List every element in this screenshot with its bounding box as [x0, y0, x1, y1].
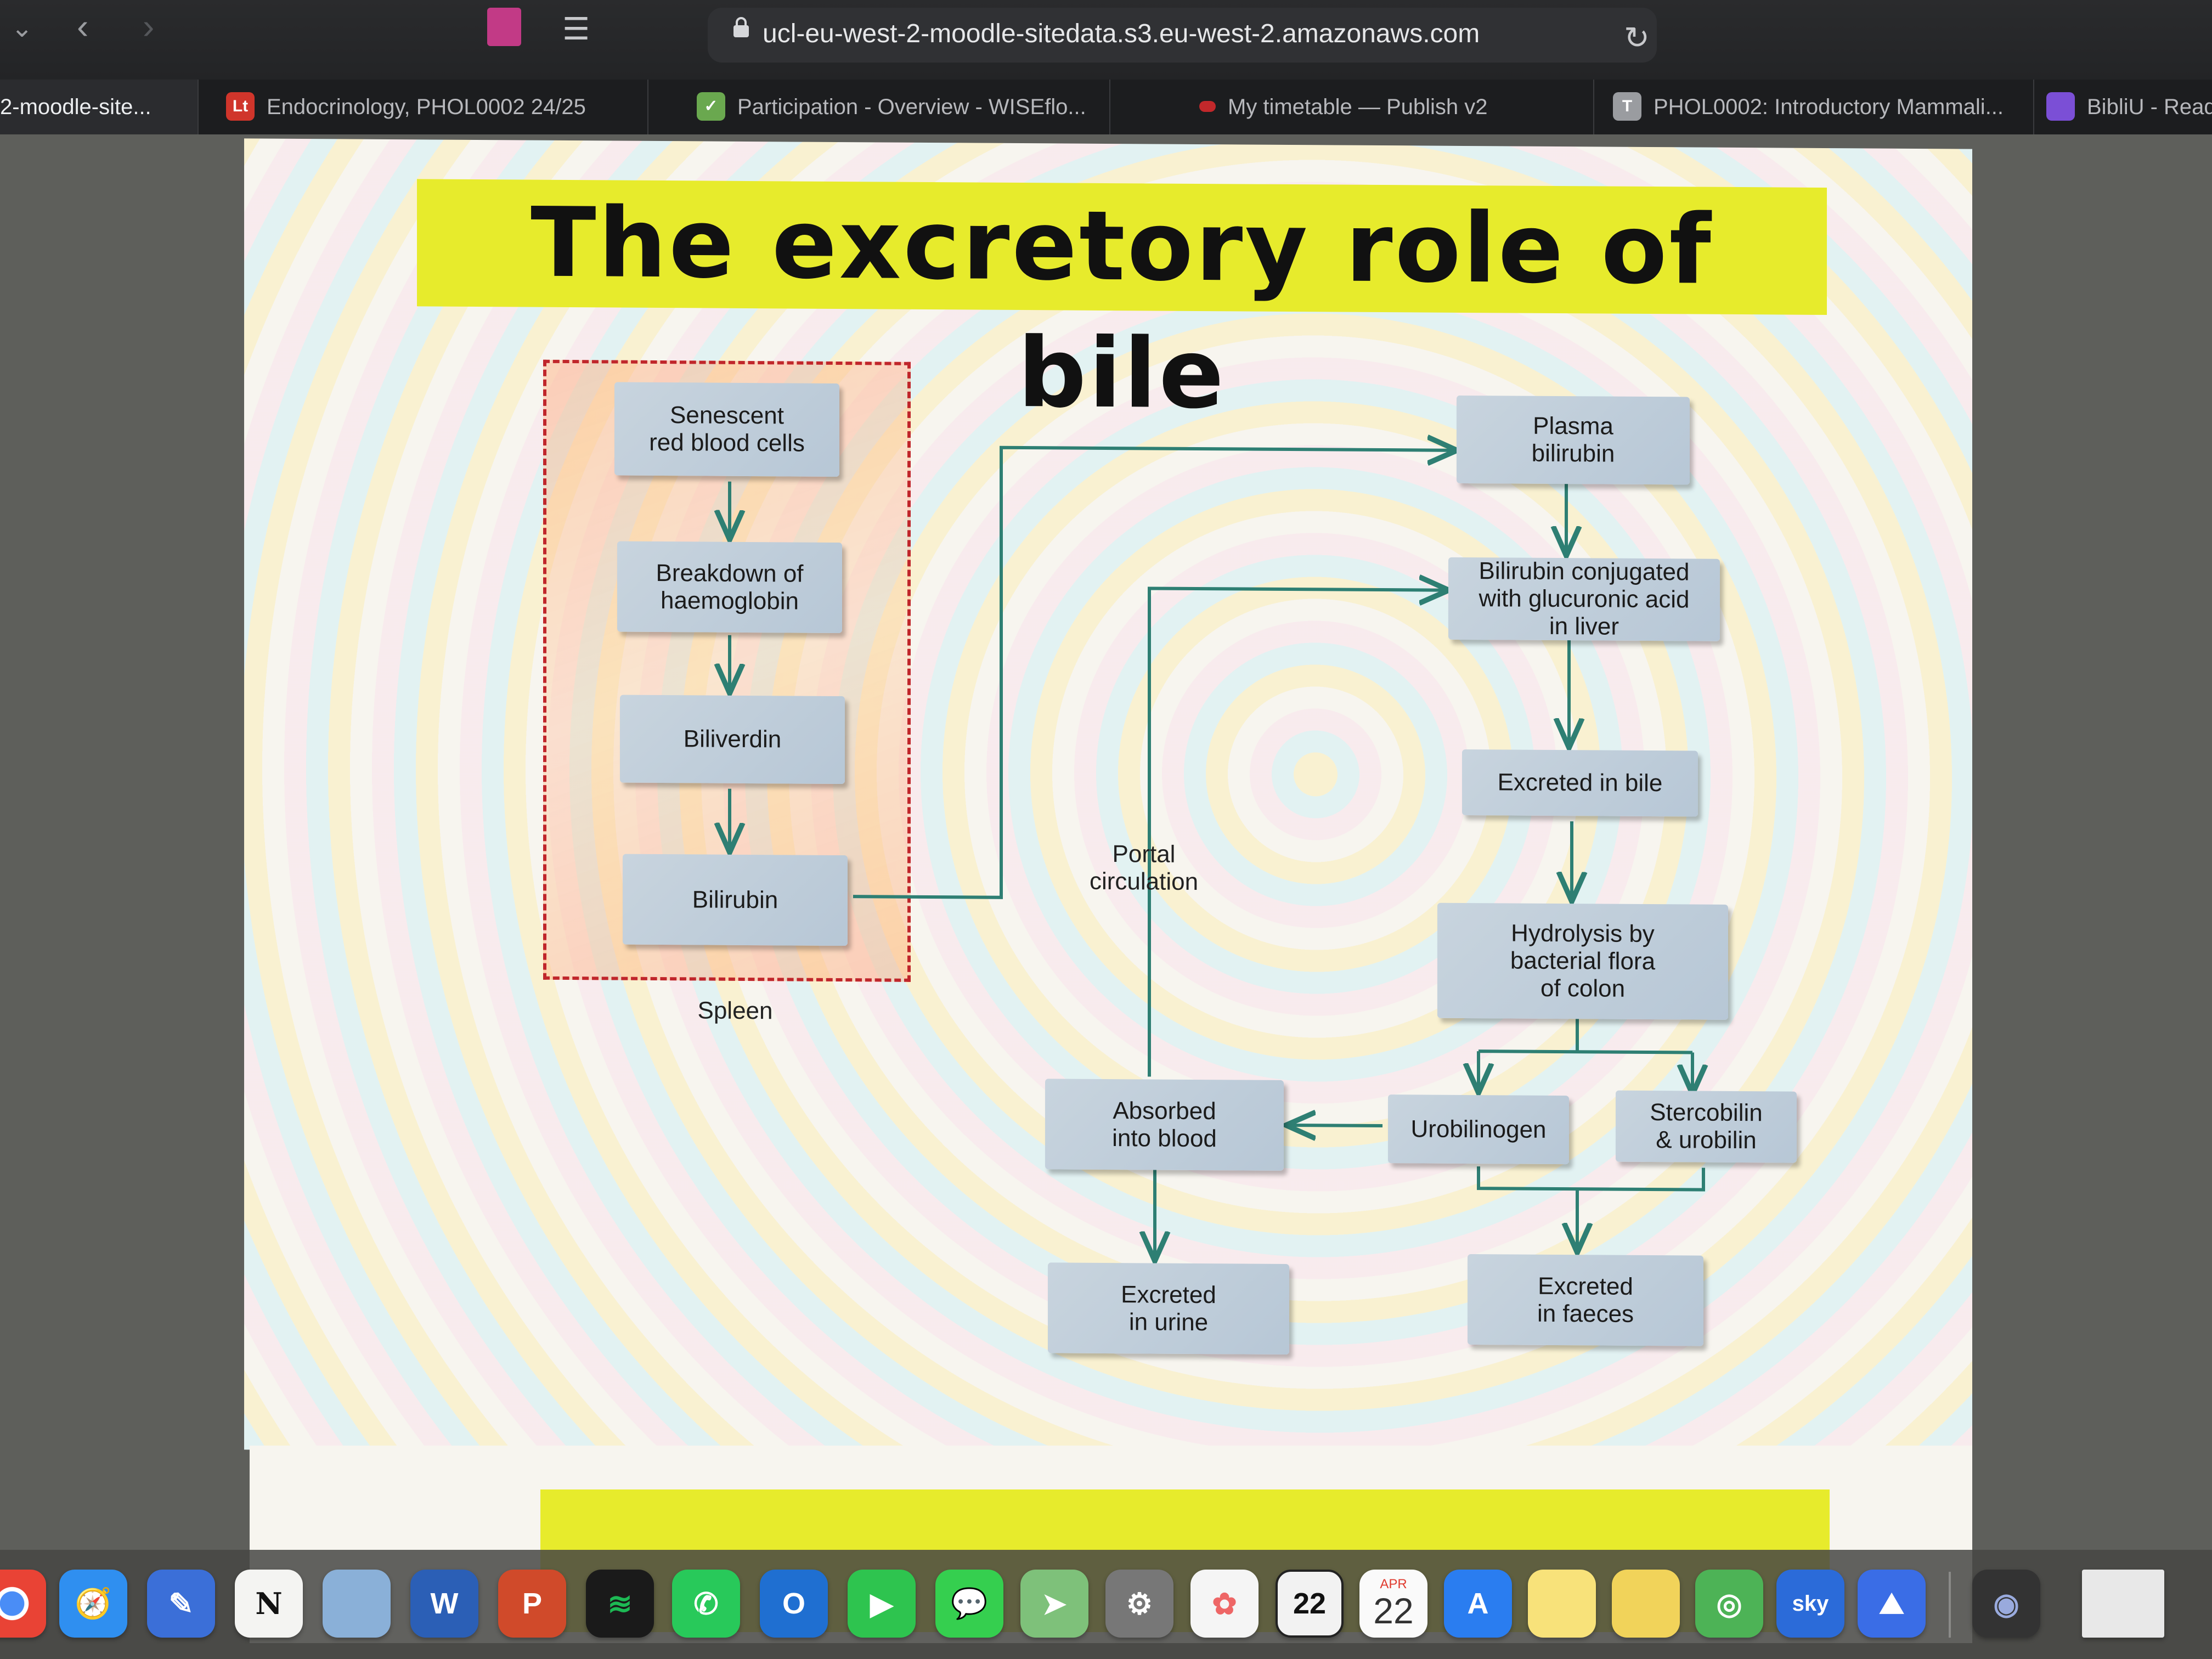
node-biliverdin: Biliverdin	[620, 695, 845, 785]
forward-arrow-icon[interactable]: ›	[143, 7, 155, 46]
flow-arrows	[244, 138, 1972, 1460]
messages-icon[interactable]: 💬	[935, 1570, 1003, 1638]
back-arrow-icon[interactable]: ‹	[77, 7, 89, 46]
node-senescent-rbc: Senescent red blood cells	[614, 382, 839, 477]
calendar-window-icon[interactable]: 22	[1276, 1570, 1344, 1638]
tab-moodle-site[interactable]: 2-moodle-site...	[0, 80, 199, 134]
arrow-urobilinogen-absorbed	[1289, 1125, 1383, 1126]
maps-icon[interactable]: ➤	[1020, 1570, 1088, 1638]
photos-icon[interactable]: ✿	[1190, 1570, 1259, 1638]
arrow-portal-circulation	[1148, 588, 1446, 1077]
browser-toolbar: ⌄ ‹ › ☰ ucl-eu-west-2-moodle-sitedata.s3…	[0, 0, 2212, 80]
notes-icon[interactable]	[1528, 1570, 1596, 1638]
node-excreted-in-faeces: Excreted in faeces	[1468, 1254, 1703, 1346]
chevron-down-icon[interactable]: ⌄	[11, 14, 33, 43]
node-plasma-bilirubin: Plasma bilirubin	[1457, 395, 1690, 485]
node-urobilinogen: Urobilinogen	[1388, 1094, 1569, 1165]
wiseflow-icon: ✓	[697, 92, 725, 121]
slide: The excretory role of bile Spleen	[244, 138, 1972, 1460]
chrome-icon[interactable]	[0, 1570, 46, 1638]
tab-label: BibliU - Reade	[2087, 95, 2212, 119]
portal-circulation-label: Portal circulation	[1089, 840, 1199, 896]
reader-mode-icon[interactable]: ☰	[562, 12, 590, 46]
calendar-day: 22	[1373, 1590, 1414, 1631]
pencil-icon[interactable]: ✎	[147, 1570, 215, 1638]
stickies-icon[interactable]	[1612, 1570, 1680, 1638]
lt-favicon-icon: Lt	[226, 92, 255, 121]
calendar-window-day: 22	[1293, 1587, 1327, 1620]
node-breakdown-haemoglobin: Breakdown of haemoglobin	[617, 541, 842, 634]
app-store-icon[interactable]: A	[1444, 1570, 1512, 1638]
spotify-icon[interactable]: ≋	[586, 1570, 654, 1638]
tab-phol0002[interactable]: T PHOL0002: Introductory Mammali...	[1595, 80, 2034, 134]
dock-separator	[1949, 1572, 1951, 1638]
t-favicon-icon: T	[1613, 92, 1641, 121]
pdf-icon[interactable]	[487, 8, 521, 46]
arrow-bilirubin-plasma	[853, 447, 1454, 899]
tab-label: Endocrinology, PHOL0002 24/25	[267, 95, 586, 119]
tab-bar: 2-moodle-site... Lt Endocrinology, PHOL00…	[0, 80, 2212, 134]
sky-go-icon[interactable]: sky	[1776, 1570, 1844, 1638]
tab-label: My timetable — Publish v2	[1228, 95, 1488, 119]
find-my-icon[interactable]: ◎	[1695, 1570, 1763, 1638]
tab-timetable[interactable]: My timetable — Publish v2	[1111, 80, 1594, 134]
facetime-icon[interactable]: ▶	[848, 1570, 916, 1638]
settings-icon[interactable]: ⚙	[1105, 1570, 1173, 1638]
document-thumbnail-icon[interactable]	[2082, 1570, 2164, 1638]
lock-icon	[733, 17, 749, 37]
reload-icon[interactable]: ↻	[1624, 20, 1650, 55]
tab-bibliu[interactable]: BibliU - Reade	[2035, 80, 2212, 134]
calendar-month: APR	[1380, 1577, 1407, 1592]
safari-icon[interactable]: 🧭	[59, 1570, 127, 1638]
bibliu-icon	[2046, 92, 2075, 121]
node-bilirubin-conjugated: Bilirubin conjugated with glucuronic aci…	[1448, 557, 1720, 641]
timetable-icon	[1199, 101, 1216, 112]
notion-icon[interactable]: N	[235, 1570, 303, 1638]
powerpoint-icon[interactable]: P	[498, 1570, 566, 1638]
node-hydrolysis: Hydrolysis by bacterial flora of colon	[1437, 902, 1728, 1020]
sky-label: sky	[1792, 1591, 1829, 1616]
tab-label: 2-moodle-site...	[0, 95, 151, 119]
calendar-icon[interactable]: APR 22	[1359, 1570, 1427, 1638]
tab-label: PHOL0002: Introductory Mammali...	[1654, 95, 2004, 119]
arrow-merge-faeces	[1477, 1166, 1705, 1250]
word-icon[interactable]: W	[410, 1570, 478, 1638]
node-excreted-in-urine: Excreted in urine	[1048, 1262, 1289, 1355]
nordvpn-icon[interactable]: ⛰	[1858, 1570, 1926, 1638]
node-bilirubin: Bilirubin	[623, 854, 848, 946]
url-text[interactable]: ucl-eu-west-2-moodle-sitedata.s3.eu-west…	[763, 19, 1480, 48]
preview-icon[interactable]	[323, 1570, 391, 1638]
node-absorbed-into-blood: Absorbed into blood	[1045, 1079, 1284, 1171]
address-bar[interactable]	[708, 8, 1657, 63]
quicktime-icon[interactable]: ◉	[1972, 1570, 2040, 1638]
node-excreted-in-bile: Excreted in bile	[1462, 749, 1698, 817]
whatsapp-icon[interactable]: ✆	[672, 1570, 740, 1638]
node-stercobilin-urobilin: Stercobilin & urobilin	[1616, 1090, 1797, 1163]
tab-label: Participation - Overview - WISEflo...	[737, 95, 1086, 119]
tab-endocrinology[interactable]: Lt Endocrinology, PHOL0002 24/25	[199, 80, 648, 134]
arrow-split-urobilinogen	[1479, 1049, 1692, 1091]
dock: 🧭 ✎ N W P ≋ ✆ O ▶ 💬 ➤ ⚙ ✿ 22 APR 22 A ◎ …	[0, 1550, 2212, 1659]
tab-wiseflow[interactable]: ✓ Participation - Overview - WISEflo...	[650, 80, 1110, 134]
outlook-icon[interactable]: O	[760, 1570, 828, 1638]
